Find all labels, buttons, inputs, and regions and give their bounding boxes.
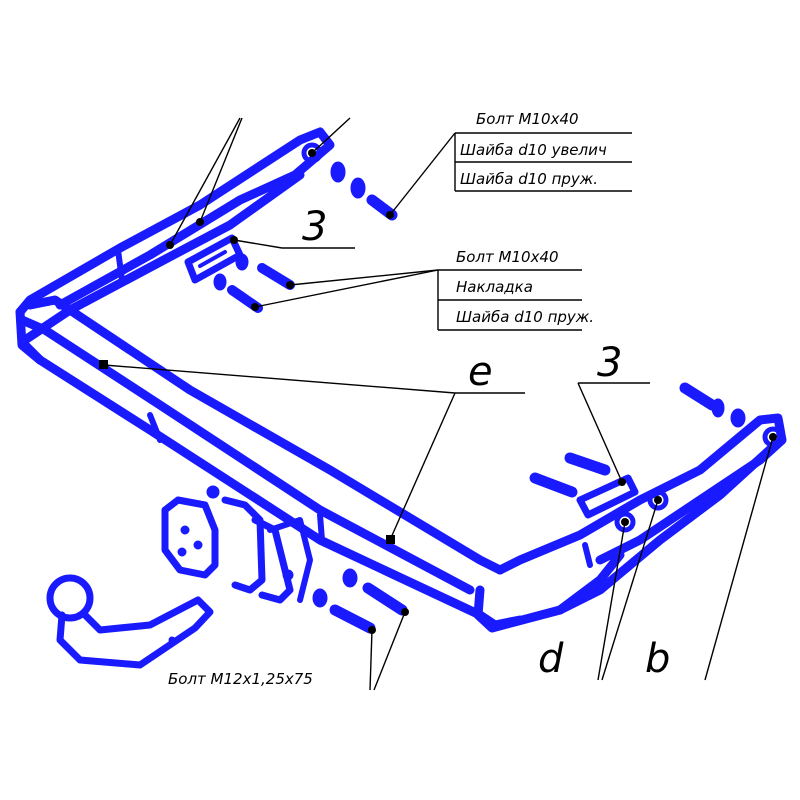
tow-ball (46, 574, 214, 669)
right-plate-bolts (529, 382, 746, 533)
letter-e: e (468, 349, 493, 395)
letter-d: d (538, 636, 564, 682)
hitch-bracket (161, 485, 408, 634)
label-mid-plate: Накладка (456, 278, 533, 296)
label-top-washer-big: Шайба d10 увелич (460, 141, 607, 159)
label-bottom-bolt: Болт М12х1,25х75 (168, 670, 313, 688)
callout-labels: Болт М10х40 Шайба d10 увелич Шайба d10 п… (168, 110, 670, 688)
top-edge-mask (440, 0, 640, 112)
letter-three-right: 3 (597, 340, 622, 386)
label-top-bolt-partial: Болт М10х40 (476, 110, 579, 128)
label-mid-washer: Шайба d10 пруж. (456, 308, 594, 326)
left-plate (184, 161, 398, 313)
label-top-washer-spring: Шайба d10 пруж. (460, 170, 598, 188)
label-mid-bolt: Болт М10х40 (456, 248, 559, 266)
letter-b: b (645, 636, 670, 682)
towbar-frame (15, 127, 787, 633)
letter-three-left: 3 (302, 204, 327, 250)
callout-leaders (99, 117, 777, 691)
